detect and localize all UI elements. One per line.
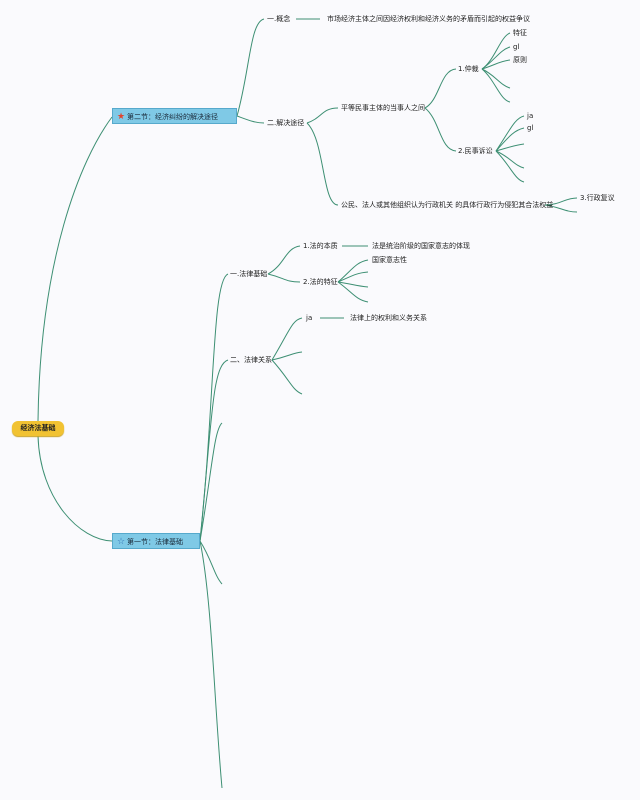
link-solution-equal bbox=[306, 107, 339, 124]
node-relation-desc[interactable]: 法律上的权利和义务关系 bbox=[350, 314, 427, 322]
node-lit-item[interactable]: gl bbox=[527, 124, 534, 132]
root-node[interactable]: 经济法基础 bbox=[12, 421, 64, 436]
link-root-section1 bbox=[37, 435, 113, 542]
node-relation-ja[interactable]: ja bbox=[306, 314, 313, 322]
topic-section1[interactable]: ☆第一节：法律基础 bbox=[112, 533, 200, 549]
node-feature-item[interactable]: 国家意志性 bbox=[372, 256, 407, 264]
link-lawbasis-features bbox=[267, 273, 301, 283]
node-litigation[interactable]: 2.民事诉讼 bbox=[458, 147, 493, 155]
node-solution[interactable]: 二.解决途径 bbox=[267, 119, 305, 127]
node-legal-relation[interactable]: 二、法律关系 bbox=[230, 356, 272, 364]
node-law-basis[interactable]: 一.法律基础 bbox=[230, 270, 268, 278]
star-red-icon: ★ bbox=[117, 112, 126, 122]
link-lawbasis-essence bbox=[267, 245, 301, 275]
node-lit-item[interactable]: ja bbox=[527, 112, 534, 120]
topic-section2[interactable]: ★第二节：经济纠纷的解决途径 bbox=[112, 108, 237, 124]
node-arbitration[interactable]: 1.仲裁 bbox=[458, 65, 479, 73]
link-relation-ja bbox=[271, 317, 303, 361]
link-equal-lit bbox=[424, 107, 457, 152]
node-arb-item[interactable]: 原则 bbox=[513, 56, 527, 64]
link-equal-arb bbox=[424, 68, 457, 109]
node-admin-review[interactable]: 3.行政复议 bbox=[580, 194, 615, 202]
node-essence[interactable]: 1.法的本质 bbox=[303, 242, 338, 250]
link-admin-review bbox=[544, 197, 578, 206]
link-root-section2 bbox=[37, 116, 113, 422]
link-s2-solution bbox=[236, 115, 265, 124]
node-concept-desc[interactable]: 市场经济主体之间因经济权利和经济义务的矛盾而引起的权益争议 bbox=[327, 15, 530, 23]
topic-section1-label: 第一节：法律基础 bbox=[127, 538, 183, 546]
link-solution-admin bbox=[306, 122, 339, 206]
node-equal[interactable]: 平等民事主体的当事人之间 bbox=[341, 104, 425, 112]
node-arb-item[interactable]: 特征 bbox=[513, 29, 527, 37]
topic-section2-label: 第二节：经济纠纷的解决途径 bbox=[127, 113, 218, 121]
node-arb-item[interactable]: gl bbox=[513, 43, 520, 51]
node-concept[interactable]: 一.概念 bbox=[267, 15, 291, 23]
node-features[interactable]: 2.法的特征 bbox=[303, 278, 338, 286]
link-s2-concept bbox=[236, 18, 265, 117]
node-admin[interactable]: 公民、法人或其他组织认为行政机关 的具体行政行为侵犯其合法权益 bbox=[341, 201, 554, 209]
link-s1-relation bbox=[199, 359, 229, 542]
star-outline-icon: ☆ bbox=[117, 537, 126, 547]
node-essence-desc[interactable]: 法是统治阶级的国家意志的体现 bbox=[372, 242, 470, 250]
